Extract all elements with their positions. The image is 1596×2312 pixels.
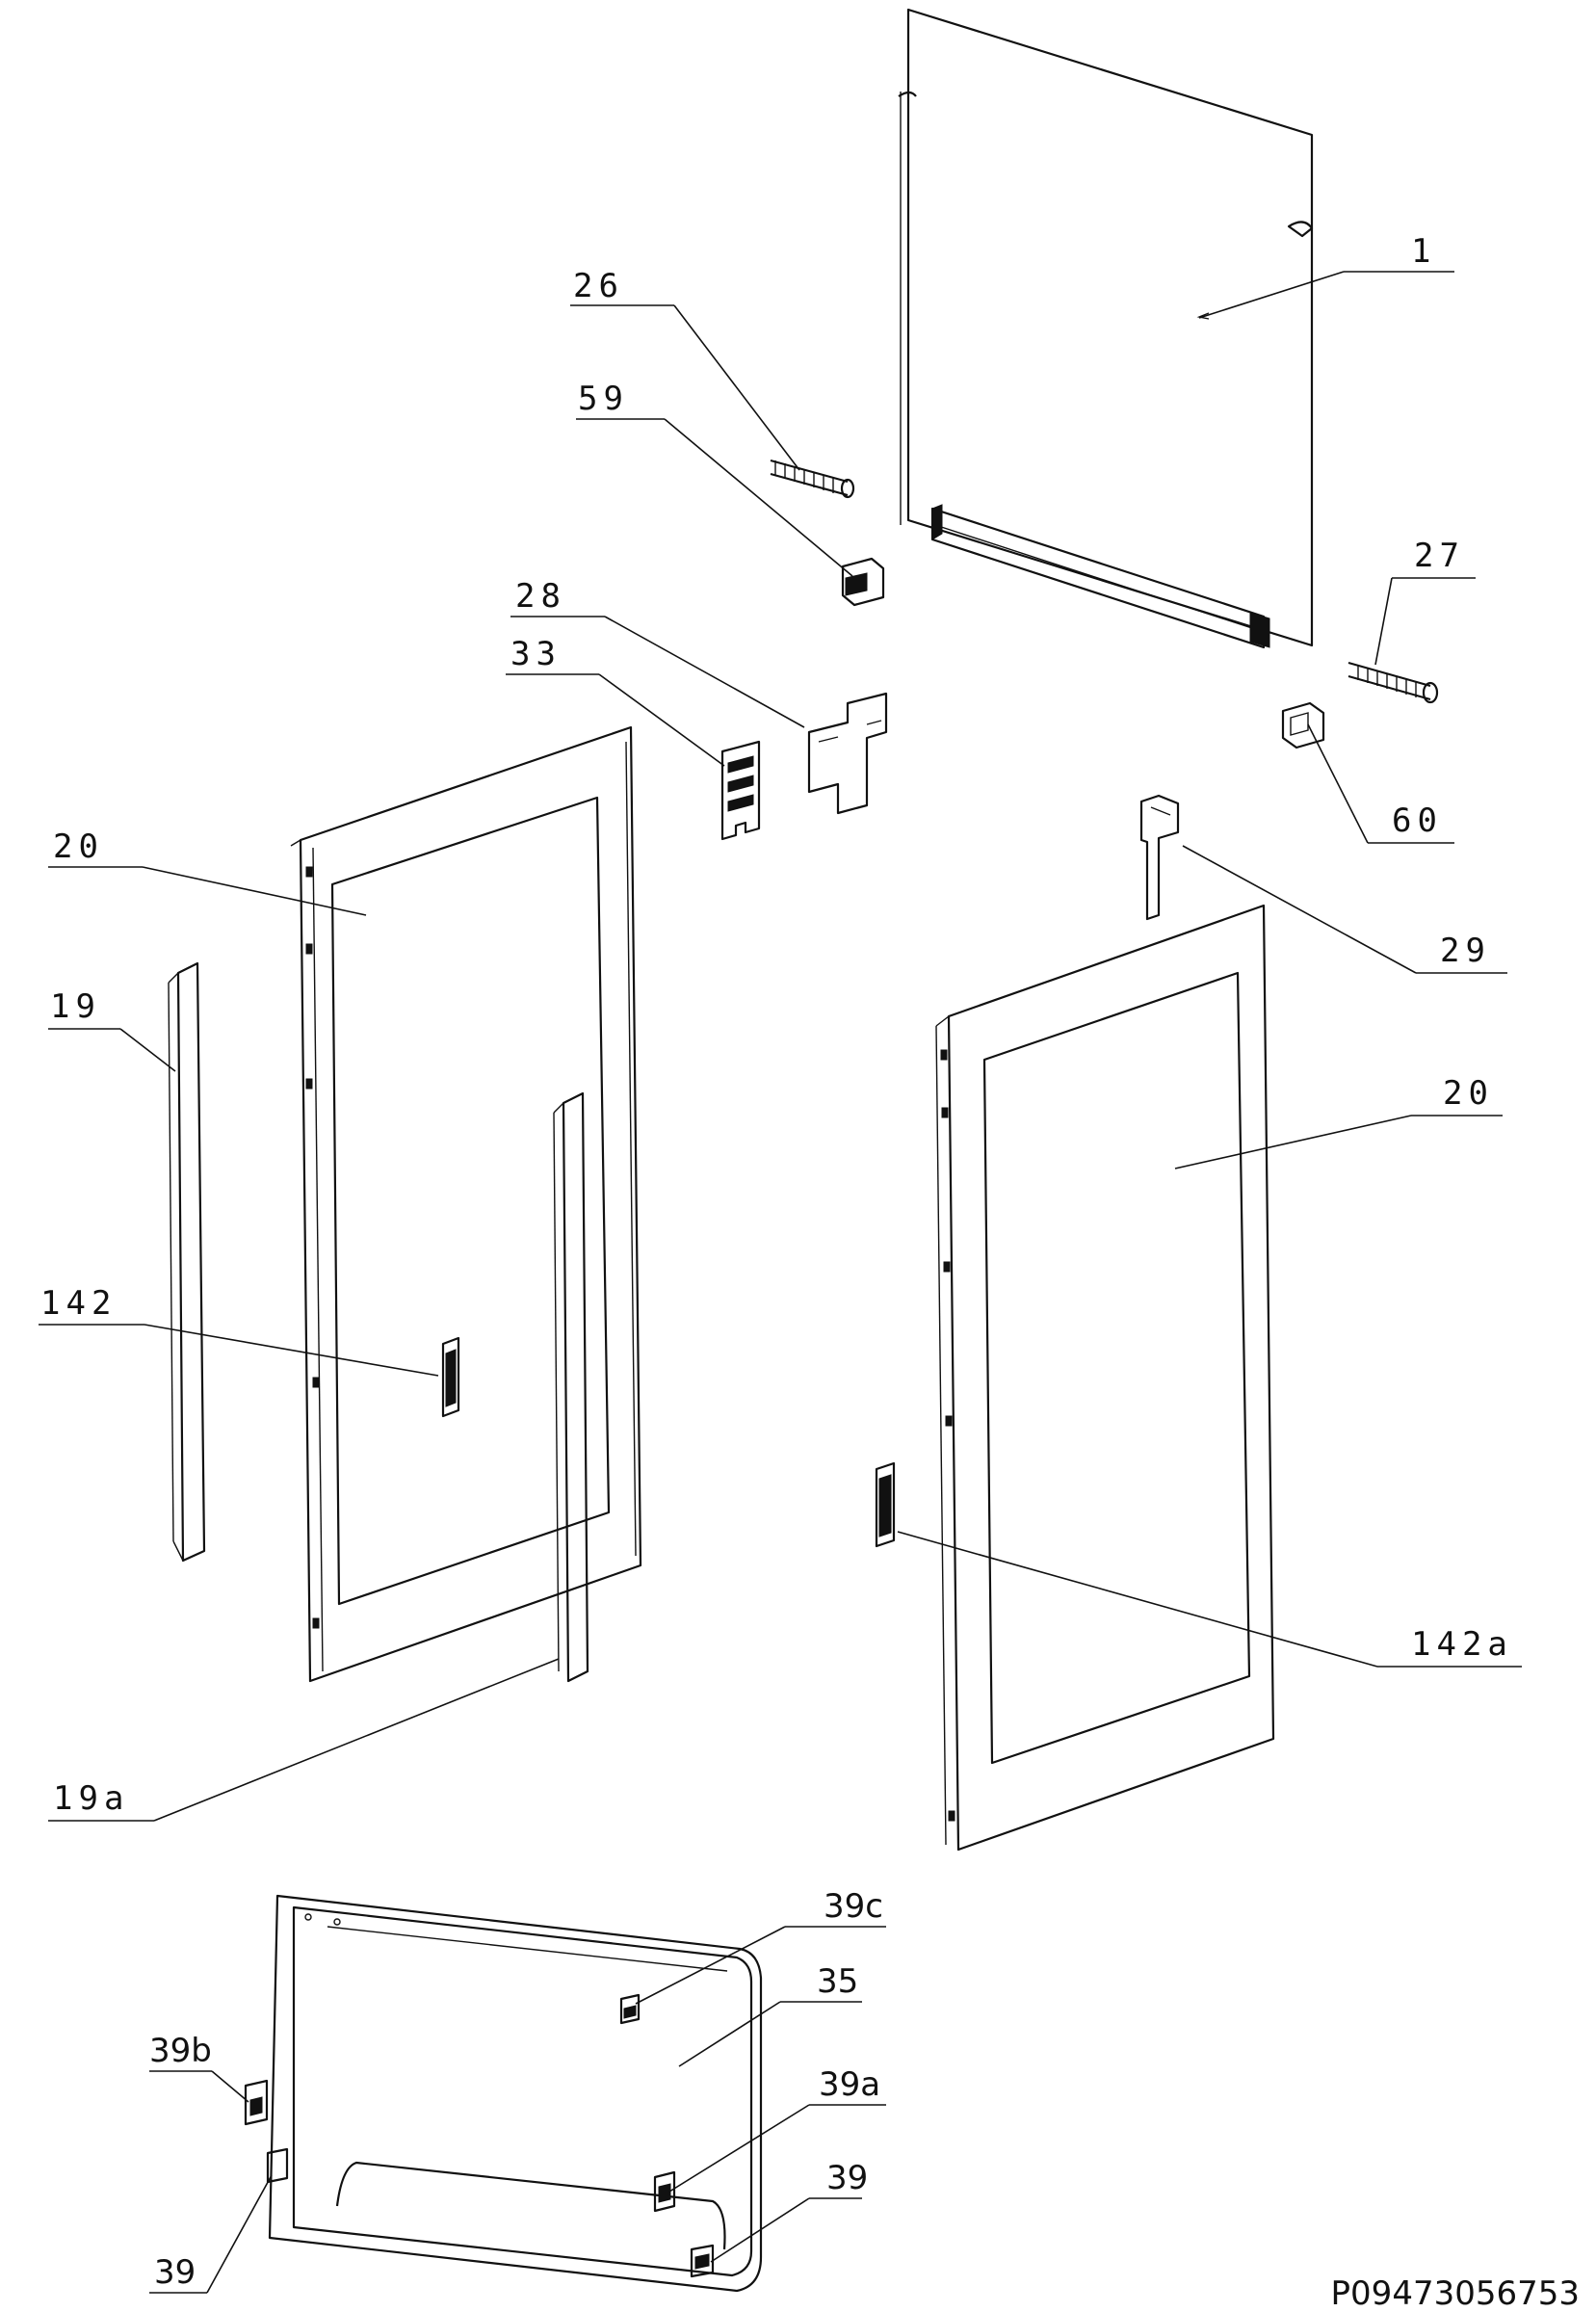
part-28-bracket — [807, 692, 888, 815]
callout-39b-label: 39b — [149, 2032, 212, 2070]
part-39-right-hinge — [690, 2244, 715, 2278]
callout-27-label: 27 — [1414, 537, 1465, 575]
callout-142a: 142a — [897, 1531, 1522, 1668]
callout-33: 33 — [506, 635, 725, 767]
callout-142-label: 142 — [40, 1284, 117, 1323]
part-59-clip — [841, 557, 885, 607]
callout-19a-label: 19a — [53, 1779, 129, 1818]
callout-39a-label: 39a — [819, 2065, 880, 2104]
part-20-right-frame — [935, 904, 1275, 1852]
callout-26: 26 — [570, 267, 800, 471]
part-29-bracket — [1139, 794, 1180, 921]
callout-39-right: 39 — [710, 2159, 868, 2263]
callout-20-left-label: 20 — [53, 828, 104, 866]
callout-26-label: 26 — [573, 267, 624, 305]
callout-60: 60 — [1307, 723, 1454, 844]
callout-39-left-label: 39 — [154, 2253, 196, 2292]
callout-19a: 19a — [48, 1658, 560, 1822]
part-60-clip — [1281, 701, 1325, 749]
callout-1-label: 1 — [1411, 232, 1436, 271]
drawing-code: P09473056753 — [1331, 2274, 1580, 2312]
part-39c-hinge — [619, 1993, 641, 2025]
callout-1: 1 — [1198, 232, 1454, 319]
callout-60-label: 60 — [1392, 801, 1443, 840]
callout-39c: 39c — [635, 1887, 886, 2005]
callout-35-label: 35 — [817, 1962, 858, 2001]
callout-27: 27 — [1374, 537, 1476, 666]
callout-19: 19 — [48, 987, 176, 1072]
part-19a-center-rail — [553, 1091, 589, 1683]
part-39a-hinge — [653, 2170, 676, 2213]
callout-142: 142 — [39, 1284, 439, 1377]
callout-20-right: 20 — [1174, 1074, 1503, 1169]
part-39-left-hinge — [266, 2147, 289, 2184]
part-19-side-rail — [168, 961, 206, 1563]
part-33-hinge-plate — [720, 740, 761, 841]
callout-20-left: 20 — [48, 828, 367, 916]
callout-39b: 39b — [149, 2032, 249, 2103]
callout-35: 35 — [678, 1962, 862, 2067]
callout-29: 29 — [1182, 845, 1507, 974]
callout-28: 28 — [510, 577, 805, 728]
callout-39c-label: 39c — [824, 1887, 883, 1926]
callout-39a: 39a — [668, 2065, 886, 2193]
callout-19-label: 19 — [50, 987, 101, 1026]
part-27-spring — [1347, 661, 1439, 704]
part-26-spring — [770, 459, 855, 499]
part-1-top-panel — [898, 8, 1314, 649]
callout-20-right-label: 20 — [1443, 1074, 1494, 1113]
part-142-latch — [441, 1336, 460, 1418]
callout-59: 59 — [576, 380, 853, 577]
part-35-bottom-tray — [268, 1894, 763, 2293]
callout-142a-label: 142a — [1411, 1625, 1513, 1664]
part-20-left-frame — [290, 725, 642, 1683]
callout-28-label: 28 — [515, 577, 566, 616]
callout-29-label: 29 — [1440, 932, 1491, 970]
callout-39-left: 39 — [149, 2174, 273, 2294]
callout-59-label: 59 — [578, 380, 629, 418]
callout-33-label: 33 — [510, 635, 562, 673]
part-39b-hinge — [244, 2079, 269, 2126]
part-142a-latch — [875, 1461, 896, 1548]
callout-39-right-label: 39 — [826, 2159, 868, 2197]
